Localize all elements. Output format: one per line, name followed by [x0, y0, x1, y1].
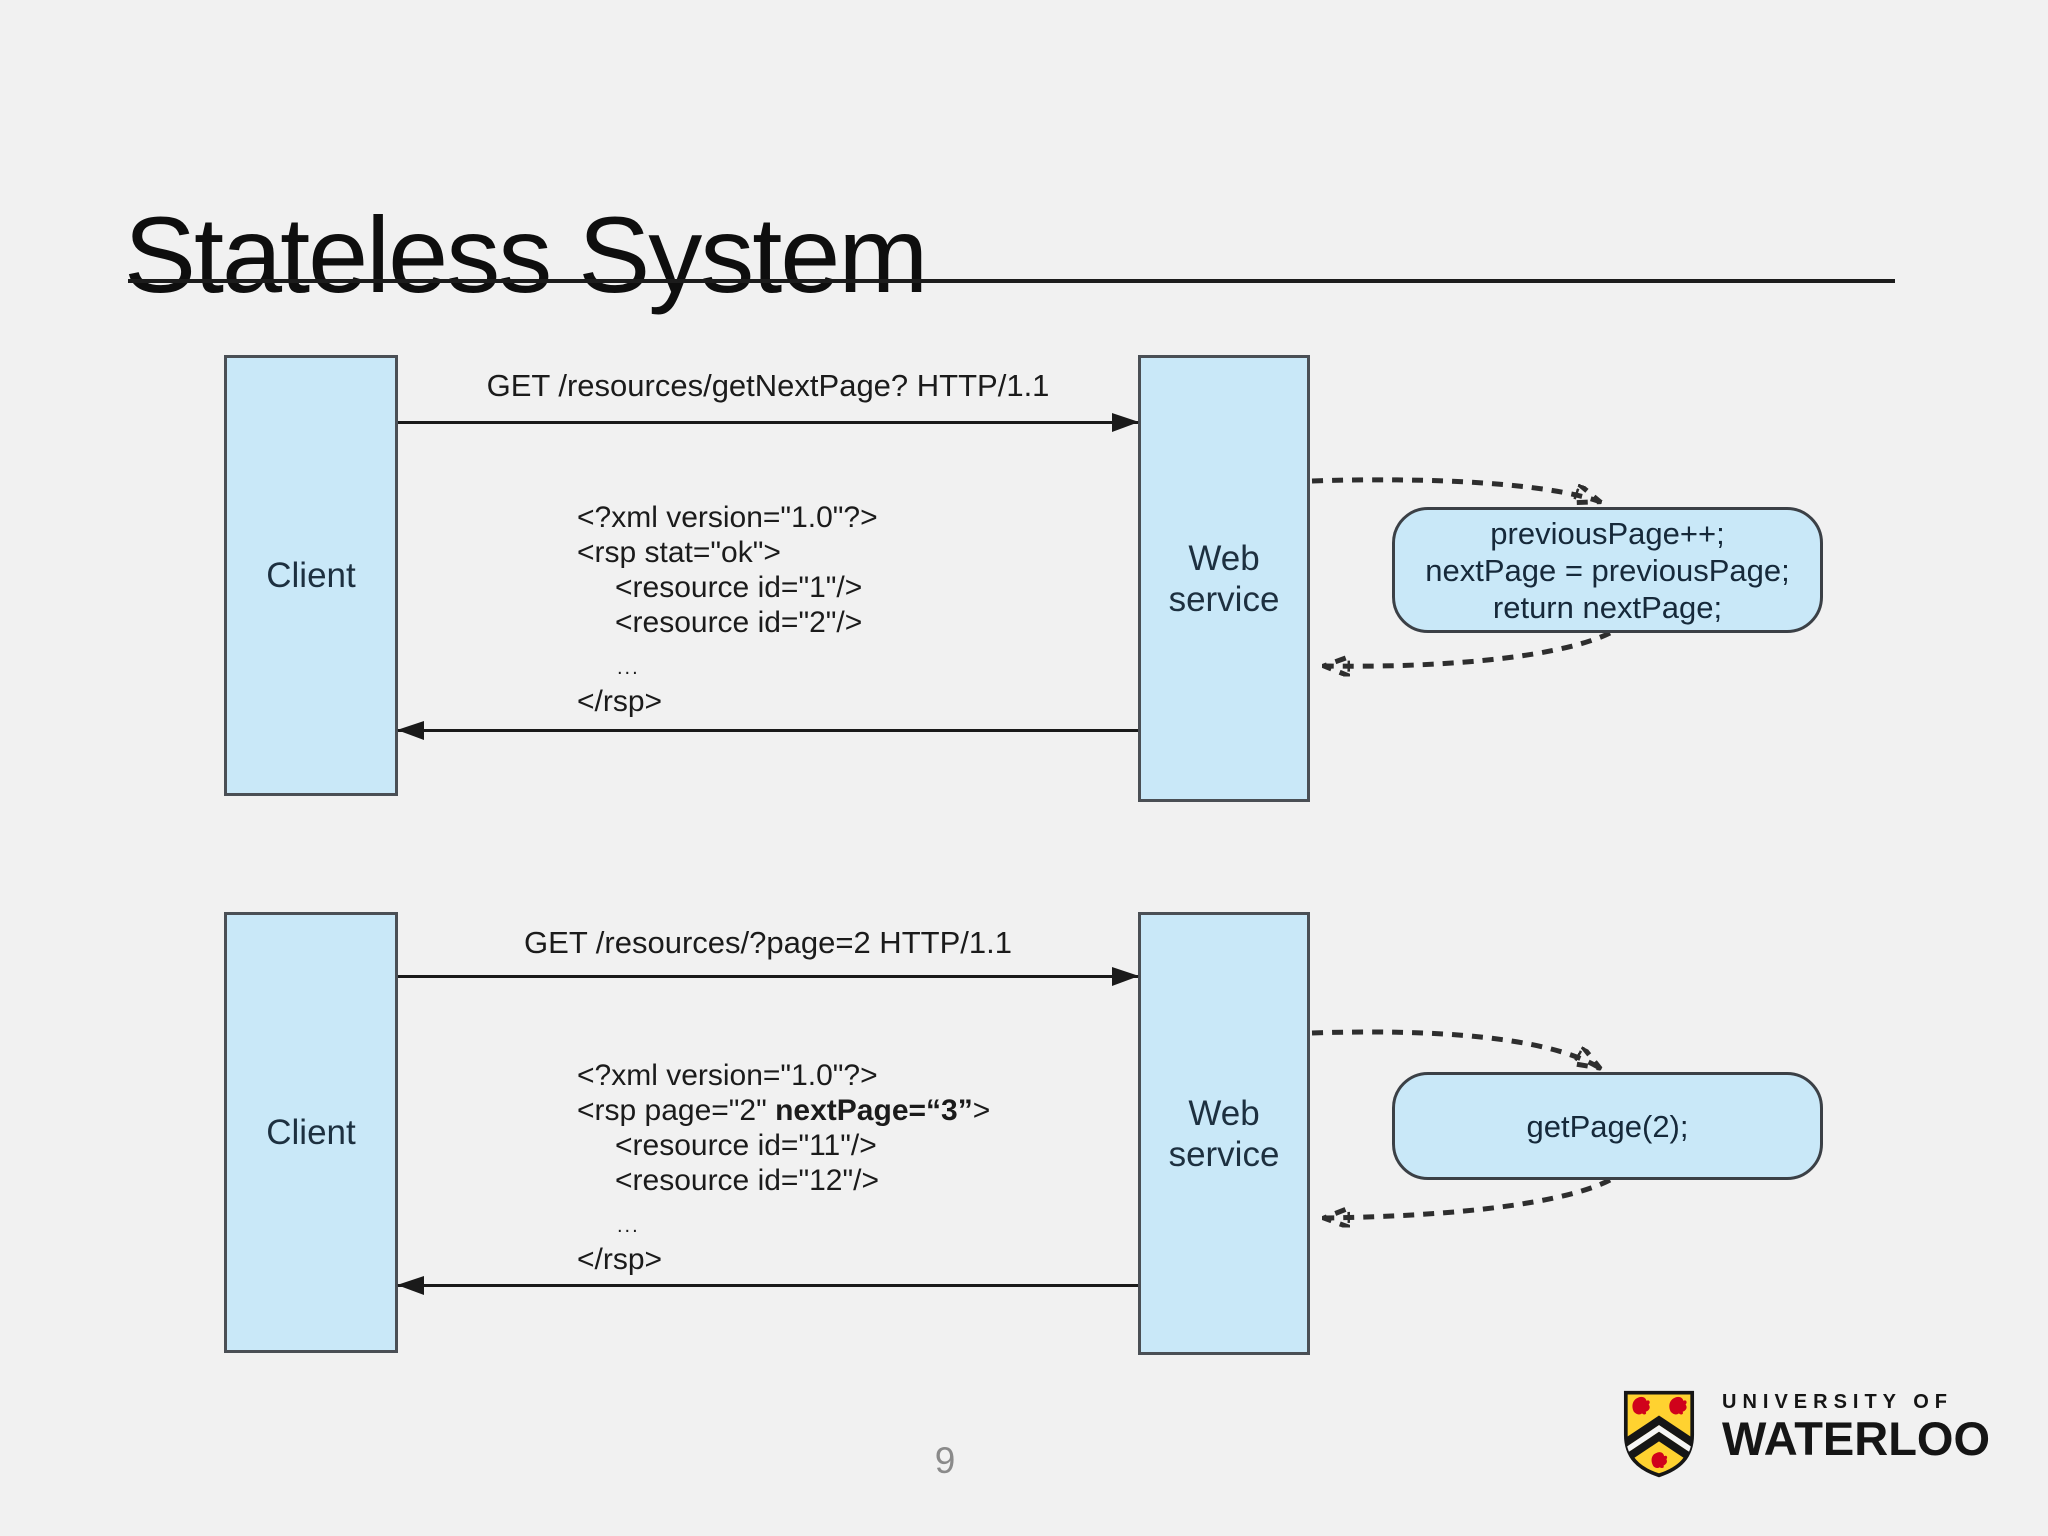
client-box: Client: [224, 355, 398, 796]
xml-line: </rsp>: [577, 685, 663, 718]
code-line: previousPage++;: [1490, 515, 1725, 551]
server-code-box: previousPage++;nextPage = previousPage;r…: [1392, 507, 1823, 633]
response-arrow: [397, 721, 1138, 740]
request-arrow: [398, 413, 1139, 432]
uw-logo-line1: UNIVERSITY OF: [1722, 1391, 1953, 1413]
xml-line: <resource id="12"/>: [615, 1164, 879, 1197]
response-arrow: [397, 1276, 1138, 1295]
xml-line: ...: [617, 1215, 640, 1237]
page-title: Stateless System: [124, 194, 928, 316]
web-service-label-line1: Web: [1188, 538, 1260, 578]
web-service-label-line2: service: [1168, 1134, 1280, 1174]
xml-line: ...: [617, 657, 640, 679]
web-service-box: Web service: [1138, 912, 1310, 1355]
xml-line: <resource id="2"/>: [615, 606, 863, 639]
dashed-invoke-arrow: [1311, 480, 1598, 501]
dashed-return-arrow: [1326, 630, 1612, 666]
xml-line: <?xml version="1.0"?>: [577, 1059, 878, 1092]
request-arrow: [398, 967, 1139, 986]
xml-line: </rsp>: [577, 1243, 663, 1276]
request-label: GET /resources/?page=2 HTTP/1.1: [524, 925, 1012, 960]
dashed-invoke-arrow: [1311, 1029, 1598, 1067]
dashed-call-arrows: [1310, 455, 1855, 700]
dashed-return-arrow: [1326, 1177, 1612, 1218]
web-service-label-line2: service: [1168, 579, 1280, 619]
client-box: Client: [224, 912, 398, 1353]
xml-line: <resource id="1"/>: [615, 571, 863, 604]
title-underline: [128, 279, 1895, 283]
xml-line: <?xml version="1.0"?>: [577, 501, 878, 534]
code-line: return nextPage;: [1492, 589, 1723, 625]
xml-line: <rsp stat="ok">: [577, 536, 781, 569]
uw-logo: UNIVERSITY OF WATERLOO: [1622, 1389, 1990, 1479]
page-number: 9: [934, 1440, 956, 1481]
web-service-box: Web service: [1138, 355, 1310, 802]
xml-response-block: <?xml version="1.0"?><rsp stat="ok"><res…: [577, 500, 878, 719]
lion-glyphs: [1632, 1396, 1687, 1468]
xml-line: <rsp page="2" nextPage=“3”>: [577, 1094, 991, 1127]
xml-line: <resource id="11"/>: [615, 1129, 877, 1162]
request-label: GET /resources/getNextPage? HTTP/1.1: [486, 368, 1050, 403]
server-code-box: getPage(2);: [1392, 1072, 1823, 1180]
dashed-call-arrows: [1310, 1029, 1855, 1255]
xml-response-block: <?xml version="1.0"?><rsp page="2" nextP…: [577, 1058, 990, 1277]
uw-logo-line2: WATERLOO: [1722, 1412, 1991, 1465]
uw-shield-icon: [1623, 1390, 1695, 1478]
client-label: Client: [266, 556, 356, 595]
web-service-label-line1: Web: [1188, 1093, 1260, 1133]
code-line: nextPage = previousPage;: [1425, 552, 1790, 588]
code-line: getPage(2);: [1526, 1108, 1689, 1144]
uw-logo-text: UNIVERSITY OF WATERLOO: [1722, 1389, 1990, 1462]
client-label: Client: [266, 1113, 356, 1152]
